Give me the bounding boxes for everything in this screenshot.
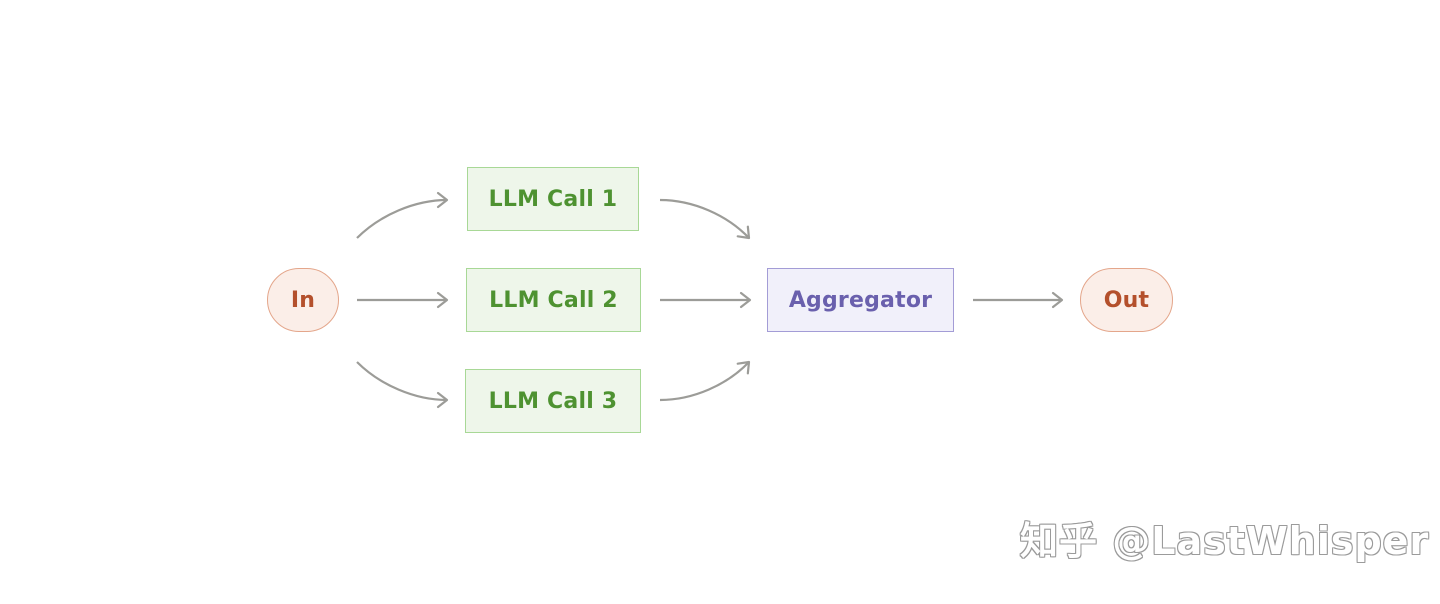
output-node-label: Out bbox=[1103, 287, 1150, 313]
llm-call-1-label: LLM Call 1 bbox=[488, 186, 618, 212]
llm-call-1-node: LLM Call 1 bbox=[467, 167, 639, 231]
edge-in-to-llm-call-3 bbox=[356, 361, 449, 409]
llm-call-3-node: LLM Call 3 bbox=[465, 369, 641, 433]
edge-in-to-llm-call-1 bbox=[356, 191, 449, 239]
llm-call-2-node: LLM Call 2 bbox=[466, 268, 641, 332]
input-node-label: In bbox=[290, 287, 316, 313]
edge-llm-call-1-to-aggregator bbox=[659, 198, 751, 240]
watermark-text: 知乎 @LastWhisper bbox=[1020, 518, 1430, 563]
aggregator-label: Aggregator bbox=[788, 287, 933, 313]
edge-llm-call-3-to-aggregator bbox=[659, 360, 751, 402]
aggregator-node: Aggregator bbox=[767, 268, 954, 332]
llm-call-2-label: LLM Call 2 bbox=[489, 287, 618, 313]
llm-call-3-label: LLM Call 3 bbox=[488, 388, 618, 414]
input-node: In bbox=[267, 268, 339, 332]
output-node: Out bbox=[1080, 268, 1173, 332]
